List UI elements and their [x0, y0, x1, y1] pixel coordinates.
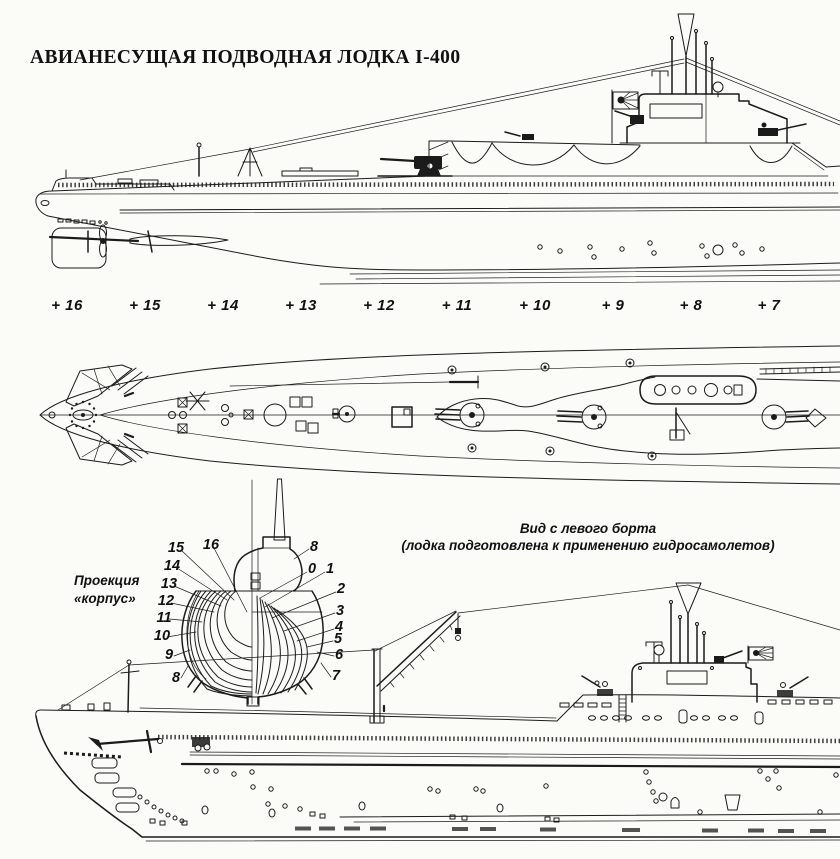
frame-label: 14	[164, 558, 180, 574]
body-plan-label: Проекция «корпус»	[74, 572, 139, 608]
body-plan-label-line2: «корпус»	[74, 591, 136, 607]
torpedo-tube-shutters	[91, 757, 185, 824]
plan-hull-outline	[39, 345, 840, 485]
frame-label: 8	[172, 670, 181, 686]
caption-line2: (лодка подготовлена к применению гидроса…	[401, 537, 775, 553]
aft-frame-curves	[187, 590, 253, 697]
forward-frame-curves	[255, 595, 308, 695]
frame-label: 2	[336, 581, 345, 597]
station-label: + 13	[285, 297, 317, 314]
docking-keel-blocks	[295, 826, 826, 833]
hull-profile	[35, 175, 840, 285]
station-label: + 14	[207, 297, 239, 314]
body-plan-drawing: 15 16 14 13 12 11 10 9 8 8 0 1 2 3 4 5 6…	[154, 478, 345, 707]
frame-label: 3	[336, 603, 344, 619]
side-view-drawing-top	[35, 13, 840, 285]
mushroom-vents	[447, 358, 657, 461]
frame-label: 0	[308, 561, 316, 577]
conning-tower	[614, 93, 807, 144]
caption-line1: Вид с левого борта	[519, 521, 657, 536]
port-hull-profile	[35, 694, 840, 842]
frame-label: 15	[168, 540, 185, 556]
port-conning-tower	[457, 582, 840, 723]
seaplane-crane	[369, 610, 461, 724]
body-plan-label-line1: Проекция	[74, 573, 140, 588]
station-label: + 7	[757, 297, 781, 314]
station-label: + 12	[363, 297, 395, 314]
frame-number-labels: 15 16 14 13 12 11 10 9 8 8 0 1 2 3 4 5 6…	[154, 537, 345, 686]
deck-fittings	[48, 375, 480, 439]
frame-label: 4	[334, 619, 343, 635]
frame-label: 9	[165, 647, 173, 663]
midship-masts	[79, 57, 840, 181]
flood-ports	[57, 218, 765, 260]
naval-ensign-flag	[504, 89, 639, 144]
station-label: + 9	[601, 297, 625, 314]
bow-fittings	[57, 649, 375, 759]
station-label: + 10	[519, 297, 551, 314]
folded-crane	[669, 407, 691, 441]
port-flood-ports	[149, 768, 839, 826]
periscopes-and-antennas	[651, 13, 724, 98]
frame-label: 8	[310, 539, 319, 555]
frame-label: 7	[332, 668, 341, 684]
superstructure-outline	[436, 376, 840, 455]
hangar-casing	[428, 140, 840, 177]
port-deck-guns	[581, 675, 809, 697]
stern-rudder-propeller	[48, 224, 229, 269]
triple-aa-mounts	[434, 402, 827, 430]
aft-deck-gun	[377, 156, 453, 177]
casing-openings	[559, 699, 833, 725]
frame-leader-lines	[166, 547, 337, 679]
page-title: АВИАНЕСУЩАЯ ПОДВОДНАЯ ЛОДКА I-400	[30, 47, 461, 68]
frame-label: 1	[326, 561, 334, 577]
station-label: + 11	[441, 297, 473, 314]
station-label: + 16	[51, 297, 83, 314]
frame-label: 13	[161, 576, 177, 592]
frame-label: 11	[156, 610, 171, 626]
frame-label: 10	[154, 628, 170, 644]
aircraft-hangar	[639, 375, 757, 405]
frame-label: 5	[334, 631, 343, 647]
dot-ring	[68, 400, 98, 430]
frame-label: 16	[203, 537, 220, 553]
station-label: + 15	[129, 297, 161, 314]
frame-label: 6	[335, 647, 344, 663]
frame-label: 12	[158, 593, 174, 609]
port-side-view-drawing	[35, 582, 840, 842]
catapult-track	[759, 366, 840, 375]
port-view-caption: Вид с левого борта (лодка подготовлена к…	[328, 521, 840, 555]
station-numbers-row: + 16 + 15 + 14 + 13 + 12 + 11 + 10 + 9 +…	[0, 297, 840, 319]
port-ensign-flag	[747, 645, 774, 664]
stern-planes	[65, 364, 149, 466]
station-label: + 8	[679, 297, 703, 314]
plan-view-drawing	[39, 345, 840, 485]
stern-deck-structure	[51, 169, 175, 192]
